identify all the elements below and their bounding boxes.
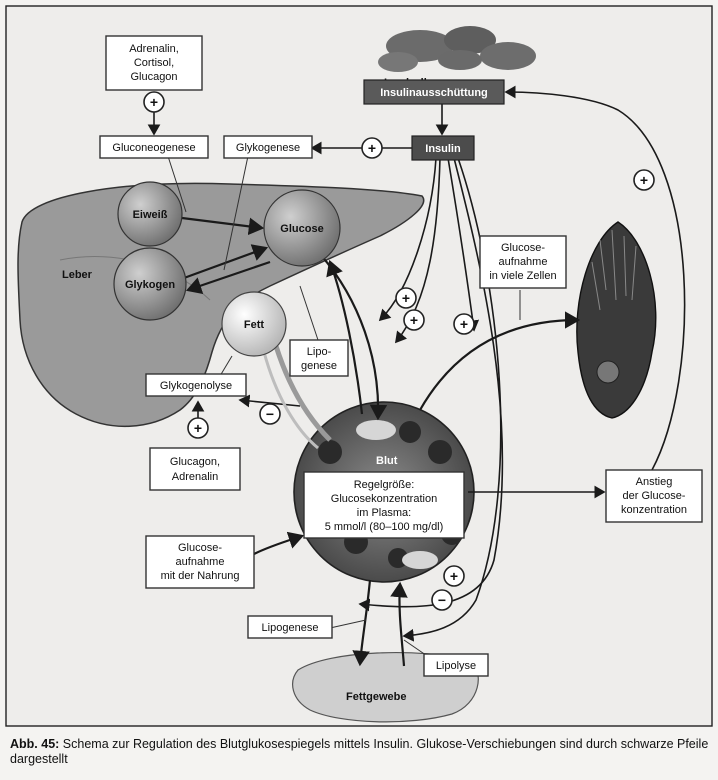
plus-sign: + <box>396 288 416 308</box>
svg-text:Glykogenese: Glykogenese <box>236 142 300 154</box>
svg-text:Insulinausschüttung: Insulinausschüttung <box>380 87 488 99</box>
svg-text:−: − <box>438 592 446 608</box>
plus-sign: + <box>362 138 382 158</box>
label-leber: Leber <box>62 269 93 281</box>
svg-text:5 mmol/l (80–100 mg/dl): 5 mmol/l (80–100 mg/dl) <box>325 521 444 533</box>
box-lipolyse: Lipolyse <box>424 654 488 676</box>
box-lipogenese: Lipogenese <box>248 616 332 638</box>
svg-text:−: − <box>266 406 274 422</box>
svg-text:Eiweiß: Eiweiß <box>133 209 168 221</box>
plus-sign: + <box>454 314 474 334</box>
plus-sign: + <box>404 310 424 330</box>
insulin-box: Insulin <box>412 136 474 160</box>
svg-text:Adrenalin,: Adrenalin, <box>129 43 179 55</box>
node-glykogen: Glykogen <box>114 248 186 320</box>
svg-text:+: + <box>150 94 158 110</box>
svg-text:Gluconeogenese: Gluconeogenese <box>112 142 195 154</box>
svg-text:Lipogenese: Lipogenese <box>262 622 319 634</box>
plus-sign: + <box>444 566 464 586</box>
plus-sign: + <box>634 170 654 190</box>
svg-text:Anstieg: Anstieg <box>636 476 673 488</box>
box-glucoseaufnahme-nahrung: Glucose- aufnahme mit der Nahrung <box>146 536 254 588</box>
label-blut: Blut <box>376 455 398 467</box>
plus-sign: + <box>144 92 164 112</box>
box-gluconeogenese: Gluconeogenese <box>100 136 208 158</box>
insulin-secretion-box: Insulinausschüttung <box>364 80 504 104</box>
svg-text:Adrenalin: Adrenalin <box>172 471 218 483</box>
label-fettgewebe: Fettgewebe <box>346 691 407 703</box>
svg-text:+: + <box>410 312 418 328</box>
node-fett: Fett <box>222 292 286 356</box>
svg-text:Glucagon,: Glucagon, <box>170 456 220 468</box>
svg-text:Glykogen: Glykogen <box>125 279 175 291</box>
plus-sign: + <box>188 418 208 438</box>
box-glucagon-adrenalin: Glucagon, Adrenalin <box>150 448 240 490</box>
svg-text:genese: genese <box>301 360 337 372</box>
svg-text:im Plasma:: im Plasma: <box>357 507 411 519</box>
svg-text:Fett: Fett <box>244 319 265 331</box>
caption-text: Schema zur Regulation des Blutglukosespi… <box>10 737 708 766</box>
svg-text:Glucose-: Glucose- <box>178 542 222 554</box>
svg-text:aufnahme: aufnahme <box>499 256 548 268</box>
svg-text:Glucose-: Glucose- <box>501 242 545 254</box>
box-regelgroesse: Regelgröße: Glucosekonzentration im Plas… <box>304 472 464 538</box>
svg-text:+: + <box>640 172 648 188</box>
svg-text:Glykogenolyse: Glykogenolyse <box>160 380 232 392</box>
svg-text:Cortisol,: Cortisol, <box>134 57 174 69</box>
box-glucoseaufnahme-zellen: Glucose- aufnahme in viele Zellen <box>480 236 566 288</box>
box-anstieg: Anstieg der Glucose- konzentration <box>606 470 702 522</box>
svg-text:Insulin: Insulin <box>425 143 461 155</box>
svg-text:in viele Zellen: in viele Zellen <box>489 270 556 282</box>
svg-text:+: + <box>194 420 202 436</box>
node-glucose: Glucose <box>264 190 340 266</box>
figure-caption: Abb. 45: Schema zur Regulation des Blutg… <box>10 737 710 767</box>
box-glykogenolyse: Glykogenolyse <box>146 374 246 396</box>
svg-text:mit der Nahrung: mit der Nahrung <box>161 570 240 582</box>
svg-text:+: + <box>460 316 468 332</box>
svg-text:Glucosekonzentration: Glucosekonzentration <box>331 493 437 505</box>
svg-text:aufnahme: aufnahme <box>176 556 225 568</box>
svg-text:konzentration: konzentration <box>621 504 687 516</box>
svg-text:+: + <box>450 568 458 584</box>
box-glykogenese: Glykogenese <box>224 136 312 158</box>
minus-sign: − <box>260 404 280 424</box>
box-adrenalin-cortisol-glucagon: Adrenalin, Cortisol, Glucagon <box>106 36 202 90</box>
svg-text:+: + <box>368 140 376 156</box>
node-eiweiss: Eiweiß <box>118 182 182 246</box>
box-lipogenese-small: Lipo- genese <box>290 340 348 376</box>
svg-text:+: + <box>402 290 410 306</box>
svg-text:Glucose: Glucose <box>280 223 323 235</box>
svg-text:Lipo-: Lipo- <box>307 346 332 358</box>
minus-sign: − <box>432 590 452 610</box>
svg-text:Glucagon: Glucagon <box>130 71 177 83</box>
svg-text:Lipolyse: Lipolyse <box>436 660 476 672</box>
caption-label: Abb. 45: <box>10 737 59 751</box>
svg-text:Regelgröße:: Regelgröße: <box>354 479 415 491</box>
svg-text:der Glucose-: der Glucose- <box>623 490 686 502</box>
